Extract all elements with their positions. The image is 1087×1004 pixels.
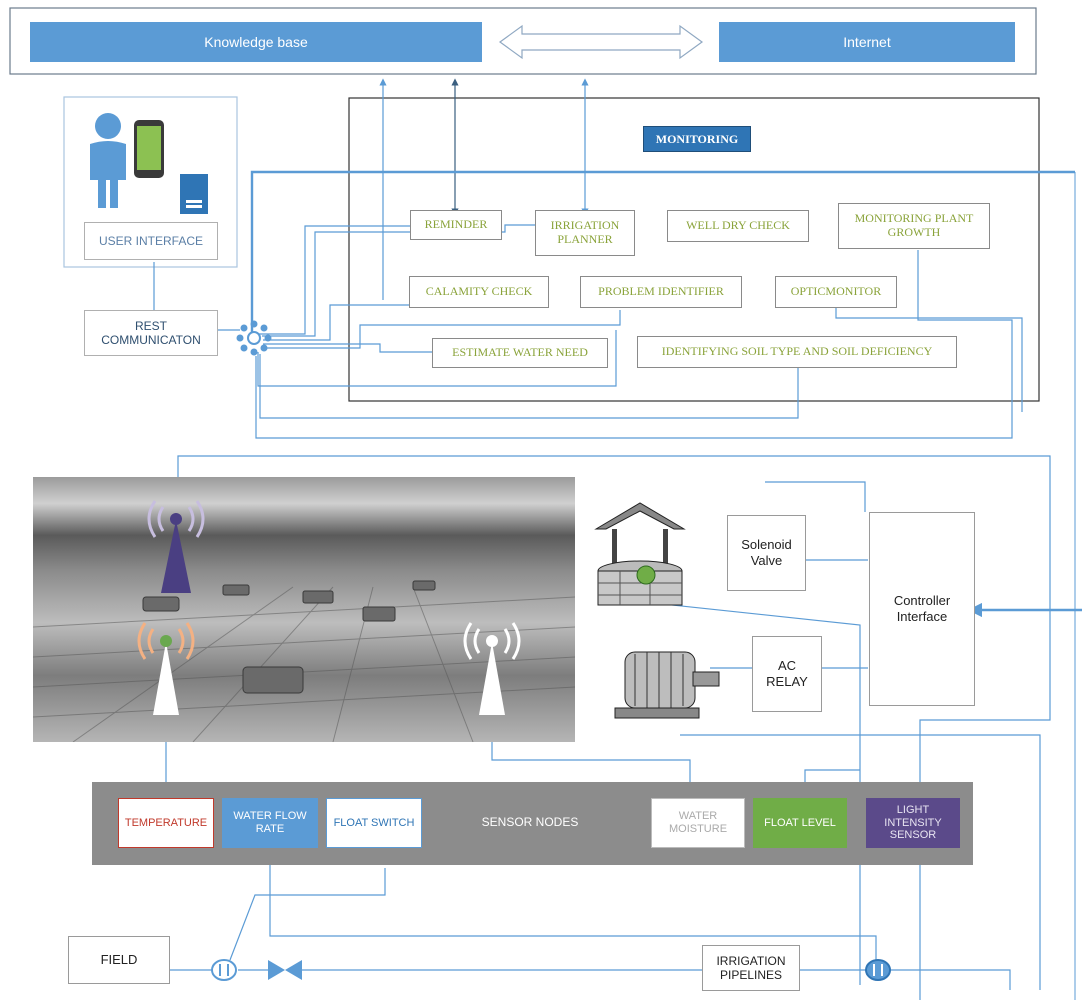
internet-bar[interactable]: Internet [719,22,1015,62]
controller-interface-box[interactable]: Controller Interface [869,512,975,706]
temperature-sensor[interactable]: TEMPERATURE [118,798,214,848]
problem-identifier-module[interactable]: PROBLEM IDENTIFIER [580,276,742,308]
irrigation-pipelines-box[interactable]: IRRIGATION PIPELINES [702,945,800,991]
user-interface-box[interactable]: USER INTERFACE [84,222,218,260]
gateway-tower-icon [147,500,205,593]
monitoring-plant-growth-module[interactable]: MONITORING PLANT GROWTH [838,203,990,249]
knowledge-base-bar[interactable]: Knowledge base [30,22,482,62]
network-hub-icon [236,320,272,356]
sync-double-arrow [498,24,704,60]
water-moisture-sensor[interactable]: WATER MOISTURE [651,798,745,848]
field-photo [33,477,575,742]
light-intensity-sensor[interactable]: LIGHT INTENSITY SENSOR [866,798,960,848]
solenoid-valve-box[interactable]: Solenoid Valve [727,515,806,591]
irrigation-planner-module[interactable]: IRRIGATION PLANNER [535,210,635,256]
well-dry-check-module[interactable]: WELL DRY CHECK [667,210,809,242]
valve-icon [268,960,302,980]
pipeline-meter-icon [865,959,891,981]
user-device-icon [86,108,216,218]
calamity-check-module[interactable]: CALAMITY CHECK [409,276,549,308]
field-box[interactable]: FIELD [68,936,170,984]
well-icon [594,502,686,606]
float-level-sensor[interactable]: FLOAT LEVEL [753,798,847,848]
reminder-module[interactable]: REMINDER [410,210,502,240]
float-switch-sensor[interactable]: FLOAT SWITCH [326,798,422,848]
water-flow-rate-sensor[interactable]: WATER FLOW RATE [222,798,318,848]
ac-relay-box[interactable]: AC RELAY [752,636,822,712]
opticmonitor-module[interactable]: OPTICMONITOR [775,276,897,308]
rest-communication-box[interactable]: REST COMMUNICATON [84,310,218,356]
motor-icon [614,651,720,719]
flow-meter-icon [211,959,237,981]
sensor-tower-white-icon [463,622,521,715]
sensor-nodes-label: SENSOR NODES [481,815,579,830]
estimate-water-need-module[interactable]: ESTIMATE WATER NEED [432,338,608,368]
soil-type-module[interactable]: IDENTIFYING SOIL TYPE AND SOIL DEFICIENC… [637,336,957,368]
sensor-tower-orange-icon [137,622,195,715]
monitoring-title: MONITORING [643,126,751,152]
